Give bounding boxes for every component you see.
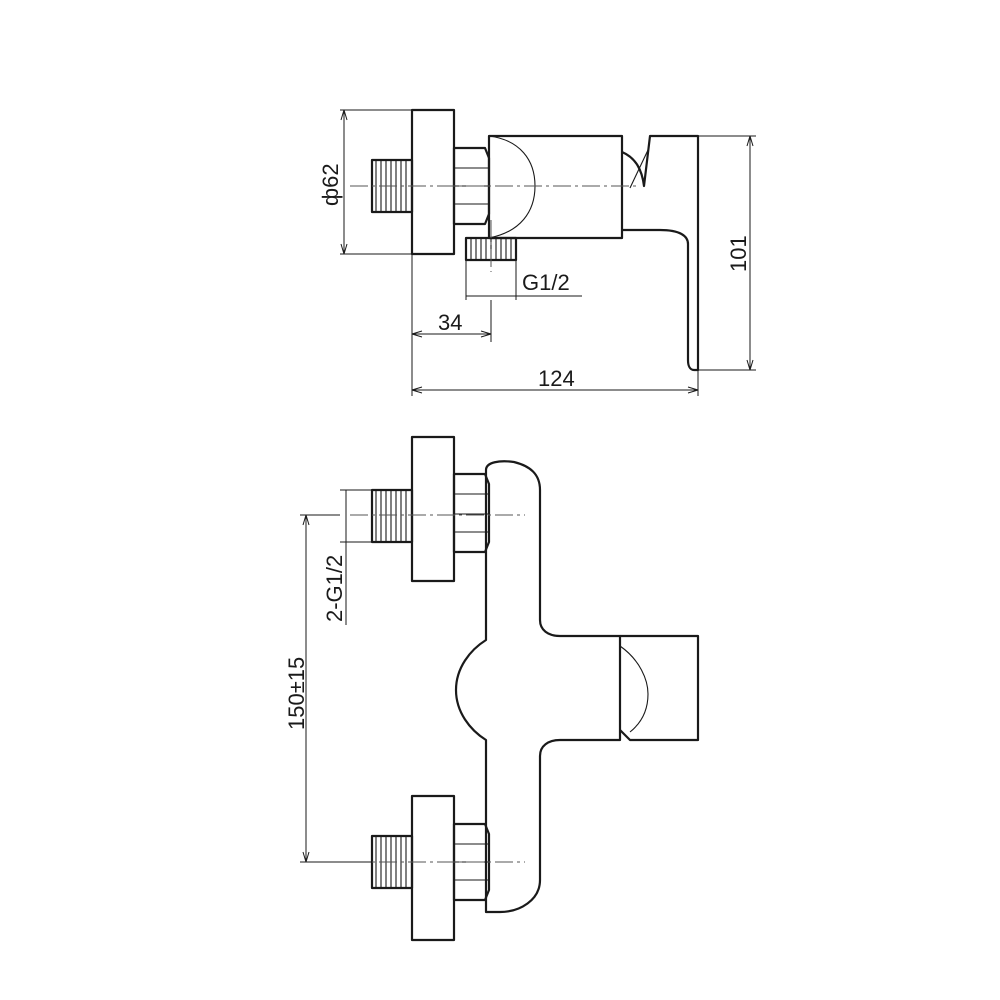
front-lever-handle [619,634,700,742]
offset-label: 34 [438,310,462,335]
dimension-total-length: 124 [411,342,699,396]
side-wall-flange [410,108,456,256]
front-upper-hex-nut [452,472,491,554]
front-mixer-body [454,460,622,914]
dimension-connection-threads: 2-G1/2 [322,489,372,625]
connection-threads-label: 2-G1/2 [322,555,347,622]
dimension-offset: 34 [411,254,492,342]
diameter-label: ф62 [318,163,343,206]
dimension-center-distance: 150±15 [284,514,372,863]
dimension-diameter: ф62 [318,109,412,255]
front-upper-threaded-connector [370,488,414,544]
front-view: 2-G1/2 150±15 [284,435,700,942]
front-upper-flange [410,435,456,583]
side-lever-handle [621,134,700,372]
height-label: 101 [726,235,751,272]
front-lower-flange [410,794,456,942]
side-mixer-body [487,134,624,240]
side-view: ф62 G1/2 34 124 101 [318,108,756,396]
dimension-height: 101 [698,135,756,371]
total-length-label: 124 [538,366,575,391]
dimension-inlet-thread: G1/2 [465,260,582,300]
inlet-thread-label: G1/2 [522,270,570,295]
center-distance-label: 150±15 [284,657,309,730]
